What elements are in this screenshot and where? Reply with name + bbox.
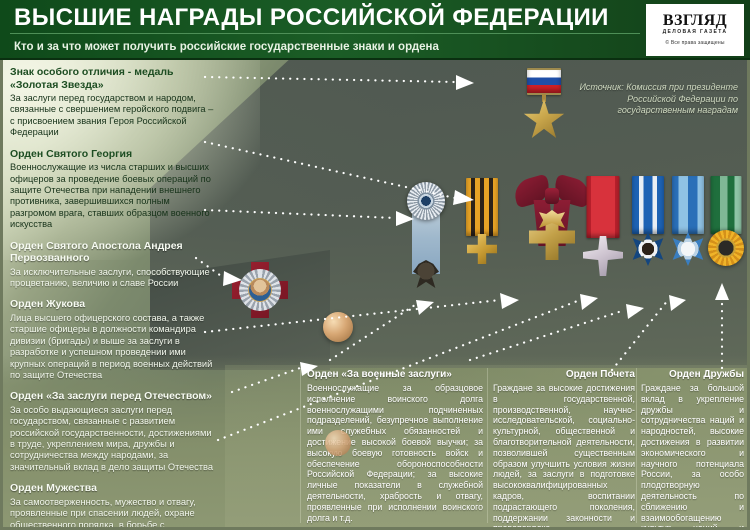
logo-tagline: ДЕЛОВАЯ ГАЗЕТА xyxy=(662,29,728,35)
silver-cross xyxy=(583,236,623,276)
award-title: Орден «За заслуги перед Отечеством» xyxy=(10,390,213,403)
page-title: ВЫСШИЕ НАГРАДЫ РОССИЙСКОЙ ФЕДЕРАЦИИ xyxy=(14,4,609,31)
award-title: Знак особого отличия - медаль «Золотая З… xyxy=(10,66,174,91)
order-st-andrew-icon xyxy=(404,182,448,297)
award-title: Орден Святого Апостола Андрея Первозванн… xyxy=(10,239,183,265)
order-honour-icon xyxy=(668,176,708,284)
panel-divider-2 xyxy=(487,368,488,523)
ribbon-blue-white xyxy=(632,176,664,234)
award-title: Орден Мужества xyxy=(10,482,97,495)
award-title: Орден Дружбы xyxy=(669,369,744,380)
award-block-st-george: Орден Святого Георгия Военнослужащие из … xyxy=(10,148,215,231)
enamel-cross xyxy=(632,232,664,266)
award-block-st-andrew: Орден Святого Апостола Андрея Первозванн… xyxy=(10,240,215,290)
page-subtitle: Кто и за что может получить российские г… xyxy=(14,41,439,53)
order-st-george-icon xyxy=(462,178,502,283)
award-title: Орден Жукова xyxy=(10,298,86,311)
ribbon-green xyxy=(710,176,742,234)
award-body: Граждане за большой вклад в укрепление д… xyxy=(641,383,744,530)
logo-copyright: © Все права защищены xyxy=(665,40,725,46)
order-merit-fatherland-icon xyxy=(511,172,593,292)
award-body: За исключительные заслуги, способствующи… xyxy=(10,266,210,288)
award-body: За самоотверженность, мужество и отвагу,… xyxy=(10,496,196,530)
gold-star-medal-icon xyxy=(520,68,568,164)
panel-divider-3 xyxy=(636,368,637,523)
zhukov-portrait xyxy=(248,278,272,302)
ribbon-red xyxy=(586,176,620,238)
award-block-gold-star: Знак особого отличия - медаль «Золотая З… xyxy=(10,66,215,139)
header-divider xyxy=(10,33,640,34)
gold-burst xyxy=(708,230,744,266)
star-burst xyxy=(407,182,445,220)
ribbon-light-blue xyxy=(672,176,704,234)
poster-header: ВЫСШИЕ НАГРАДЫ РОССИЙСКОЙ ФЕДЕРАЦИИ Кто … xyxy=(0,0,750,60)
order-military-merit-icon xyxy=(628,176,668,284)
award-block-merit-fatherland: Орден «За заслуги перед Отечеством» За о… xyxy=(10,390,215,473)
logo-name: ВЗГЛЯД xyxy=(662,12,728,29)
award-body: За особо выдающиеся заслуги перед госуда… xyxy=(10,404,214,472)
award-title: Орден Почета xyxy=(565,369,635,380)
sphere-accent-upper xyxy=(323,312,353,342)
award-body: Лица высшего офицерского состава, а такж… xyxy=(10,312,213,380)
gold-cross xyxy=(467,234,497,264)
order-friendship-icon xyxy=(706,176,746,284)
order-zhukov-icon xyxy=(232,262,288,318)
ribbon-tricolor xyxy=(527,68,561,95)
award-body: Граждане за высокие достижения в государ… xyxy=(493,383,635,530)
order-courage-icon xyxy=(582,176,624,288)
award-block-friendship: Орден Дружбы Граждане за большой вклад в… xyxy=(641,368,744,530)
publisher-logo[interactable]: ВЗГЛЯД ДЕЛОВАЯ ГАЗЕТА © Все права защище… xyxy=(646,4,744,56)
sphere-accent-lower xyxy=(325,430,351,456)
award-title: Орден Святого Георгия xyxy=(10,147,133,160)
panel-divider-1 xyxy=(300,368,301,523)
left-text-column: Знак особого отличия - медаль «Золотая З… xyxy=(10,66,215,530)
ribbon-st-george xyxy=(466,178,498,236)
award-block-honour: Орден Почета Граждане за высокие достиже… xyxy=(493,368,635,530)
award-body: За заслуги перед государством и народом,… xyxy=(10,93,214,138)
medal-link xyxy=(542,94,546,102)
five-point-star xyxy=(523,99,565,139)
award-body: Военнослужащие из числа старших и высших… xyxy=(10,162,211,230)
double-eagle-badge xyxy=(539,210,565,228)
enamel-cross xyxy=(672,232,704,266)
ribbon-knot xyxy=(545,188,559,204)
award-title: Орден «За военные заслуги» xyxy=(307,369,452,380)
award-block-zhukov: Орден Жукова Лица высшего офицерского со… xyxy=(10,298,215,381)
award-block-courage: Орден Мужества За самоотверженность, муж… xyxy=(10,482,215,530)
source-attribution: Источник: Комиссия при президенте Россий… xyxy=(579,82,738,115)
